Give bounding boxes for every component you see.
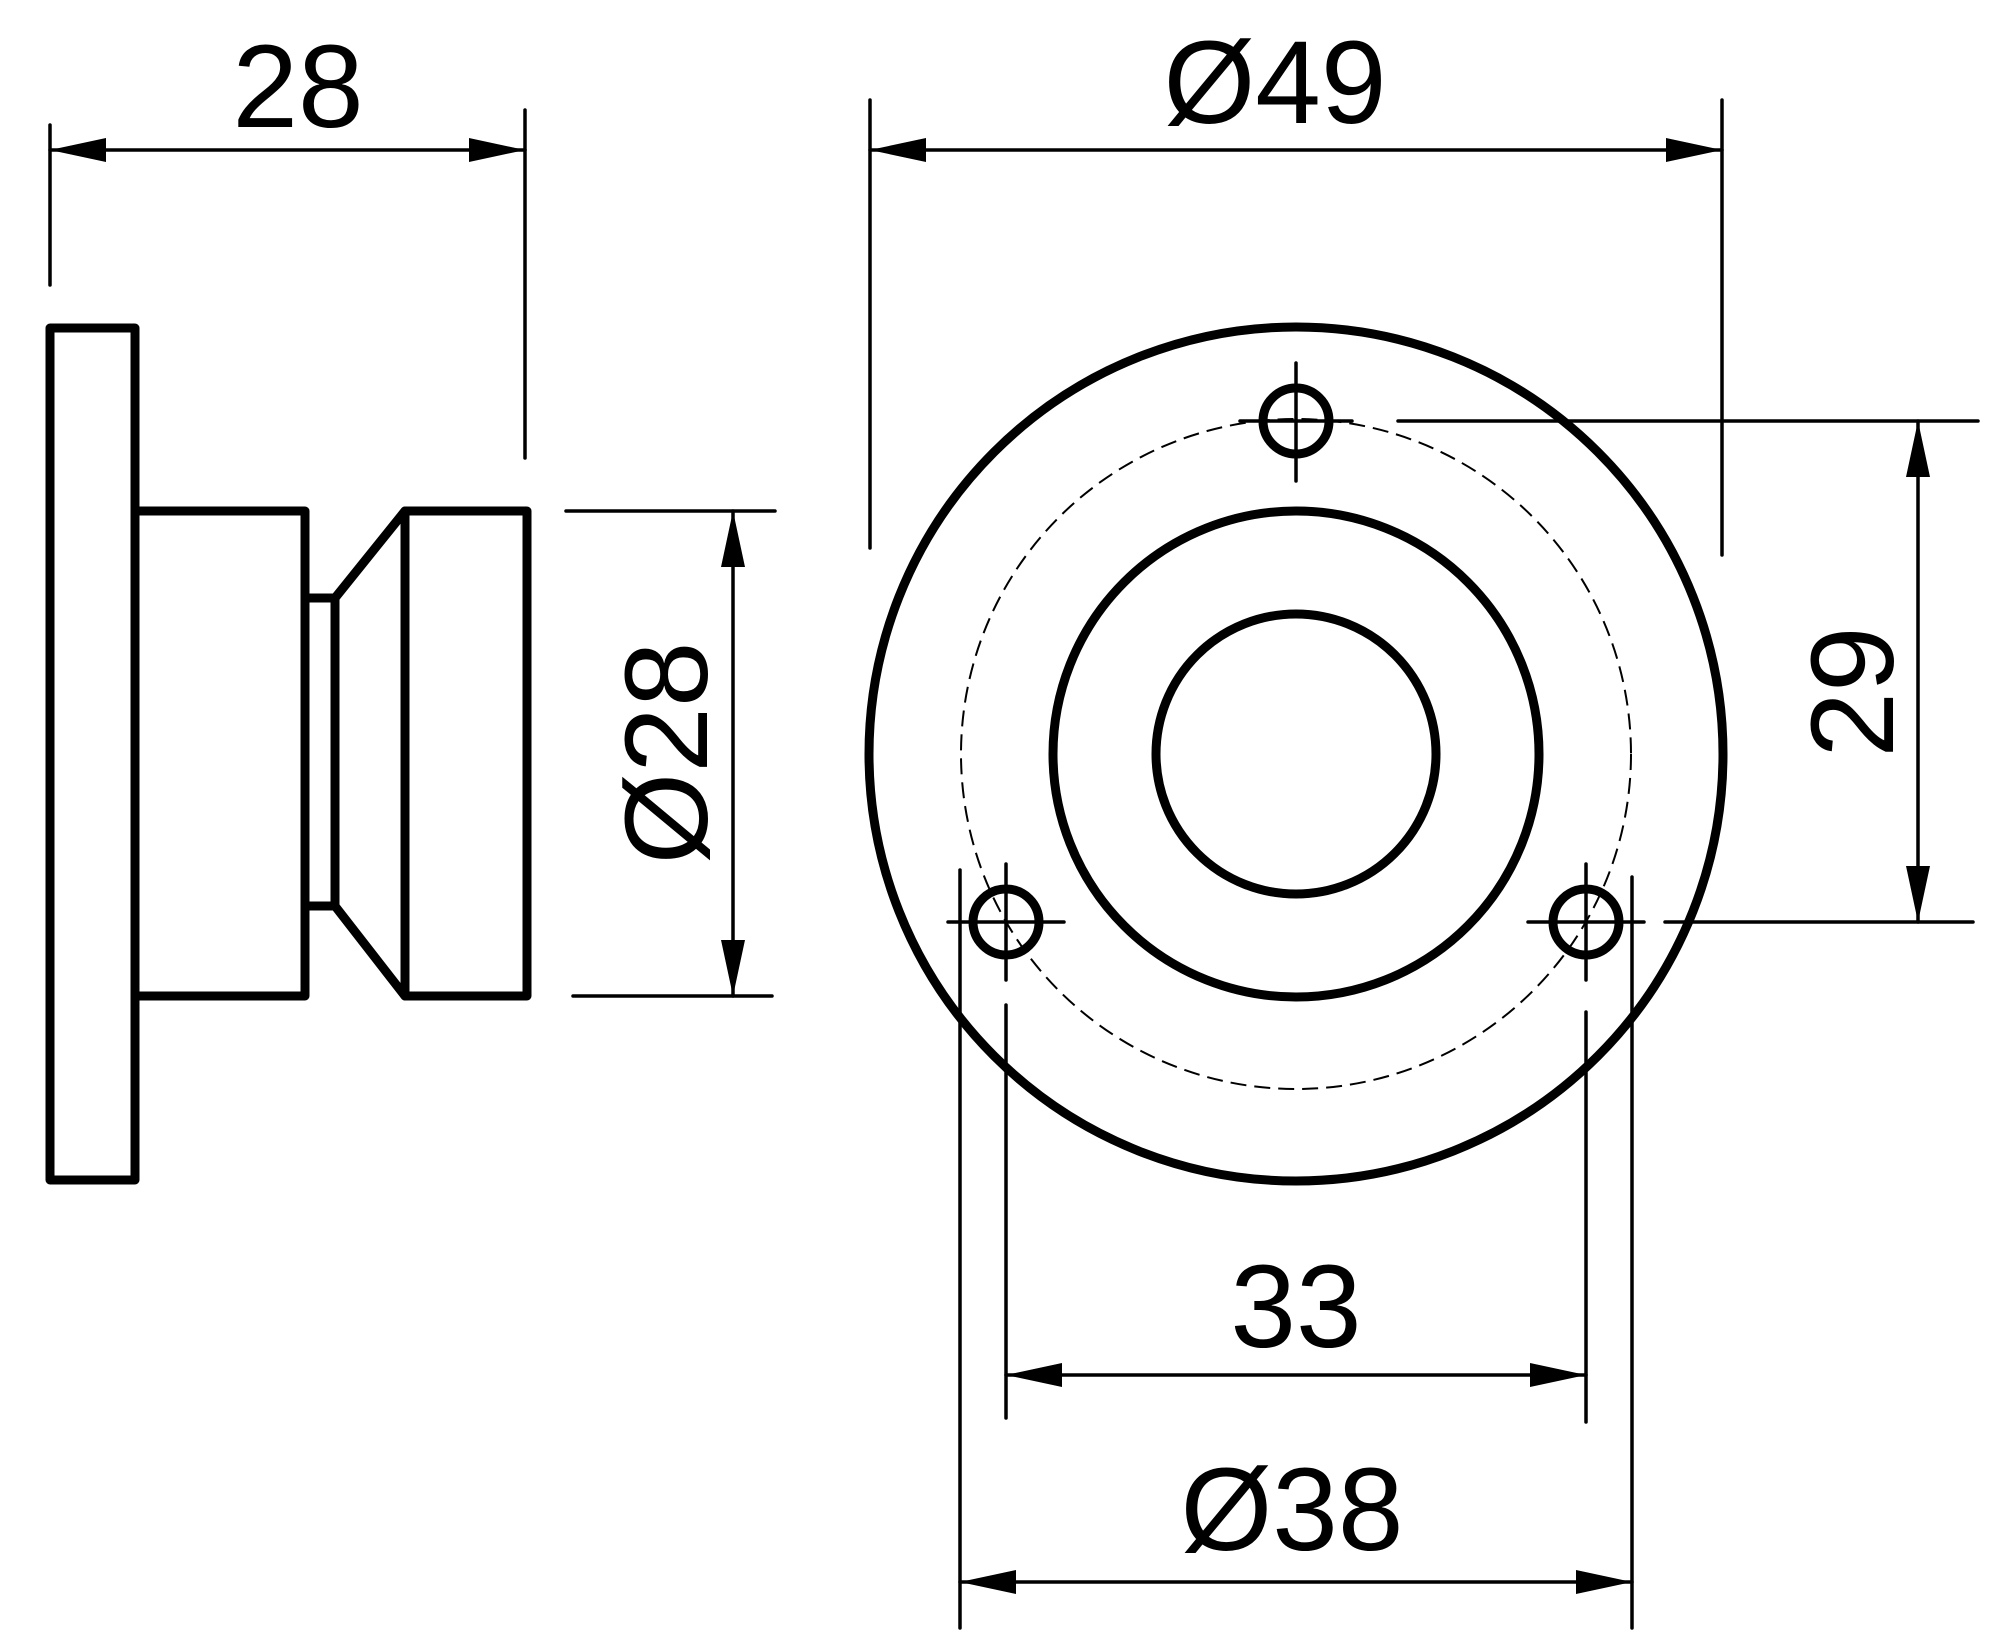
hole-pitch-circle [960,418,1632,1090]
knob-neck [300,593,340,911]
outer-rosette-circle [864,322,1728,1186]
hole-vertical-spacing-label: 29 [1787,626,1919,757]
mounting-hole-right [1526,862,1646,982]
outer-diameter-dimension: Ø49 [868,17,1724,557]
hole-circle-diameter-label: Ø38 [1180,1444,1403,1576]
hole-horizontal-spacing-label: 33 [1230,1241,1361,1373]
hole-horizontal-spacing-dimension: 33 [1004,1003,1588,1424]
knob-taper [330,506,410,1001]
hole-vertical-spacing-dimension: 29 [1396,419,1980,924]
side-diameter-dimension: Ø28 [564,509,777,998]
knob-cap [400,506,532,1001]
mounting-hole-top [1238,361,1354,483]
hole-circle-diameter-dimension: Ø38 [958,868,1634,1630]
knob-inner-circle [1151,609,1441,899]
knob-base-body [130,506,310,1001]
mounting-flange [45,323,140,1185]
side-diameter-label: Ø28 [601,641,733,864]
front-view: Ø49 29 33 Ø38 [864,17,1980,1630]
side-depth-label: 28 [232,21,363,153]
knob-outer-circle [1048,506,1544,1002]
mounting-hole-left [946,862,1066,982]
outer-diameter-label: Ø49 [1163,17,1386,149]
side-depth-dimension: 28 [48,21,527,460]
side-view: 28 Ø28 [45,21,777,1185]
